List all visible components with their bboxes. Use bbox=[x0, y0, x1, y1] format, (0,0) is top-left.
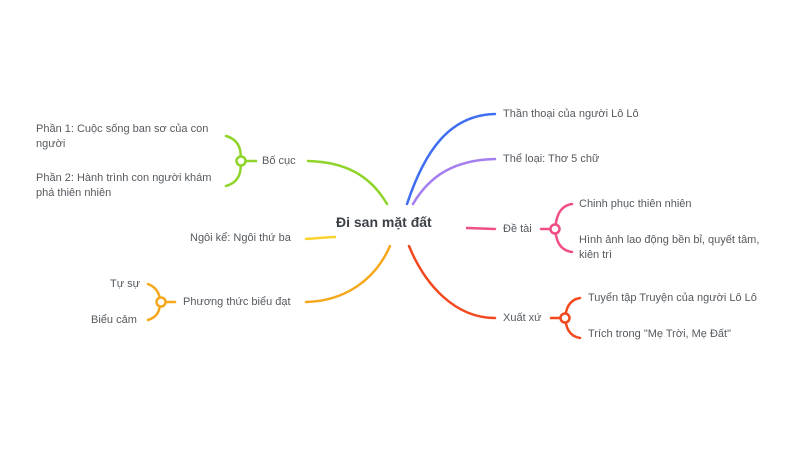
topic-than-thoai[interactable]: Thần thoại của người Lô Lô bbox=[503, 108, 639, 120]
subtopic-phan-1[interactable]: Phần 1: Cuộc sống ban sơ của con người bbox=[36, 123, 209, 150]
subtopic-phan-2[interactable]: Phần 2: Hành trình con người khám phá th… bbox=[36, 172, 212, 199]
topic-phuong-thuc-bieu-dat[interactable]: Phương thức biểu đạt bbox=[183, 296, 291, 308]
subtopic-chinh-phuc[interactable]: Chinh phục thiên nhiên bbox=[579, 198, 692, 210]
subtopic-tuyen-tap[interactable]: Tuyển tập Truyện của người Lô Lô bbox=[588, 292, 757, 304]
topic-xuat-xu[interactable]: Xuất xứ bbox=[503, 312, 542, 324]
subtopic-tu-su[interactable]: Tự sự bbox=[110, 278, 141, 290]
topic-bo-cuc[interactable]: Bố cục bbox=[262, 155, 296, 167]
topic-the-loai[interactable]: Thể loại: Thơ 5 chữ bbox=[503, 153, 600, 165]
central-topic[interactable]: Đi san mặt đất bbox=[336, 214, 432, 230]
topic-ngoi-ke[interactable]: Ngôi kể: Ngôi thứ ba bbox=[190, 232, 291, 244]
subtopic-trich-trong[interactable]: Trích trong "Mẹ Trời, Mẹ Đất" bbox=[588, 328, 731, 340]
topic-de-tai[interactable]: Đề tài bbox=[503, 223, 532, 235]
subtopic-bieu-cam[interactable]: Biểu cảm bbox=[91, 314, 137, 326]
subtopic-hinh-anh-lao-dong[interactable]: Hình ảnh lao động bền bỉ, quyết tâm, kiê… bbox=[579, 234, 760, 261]
